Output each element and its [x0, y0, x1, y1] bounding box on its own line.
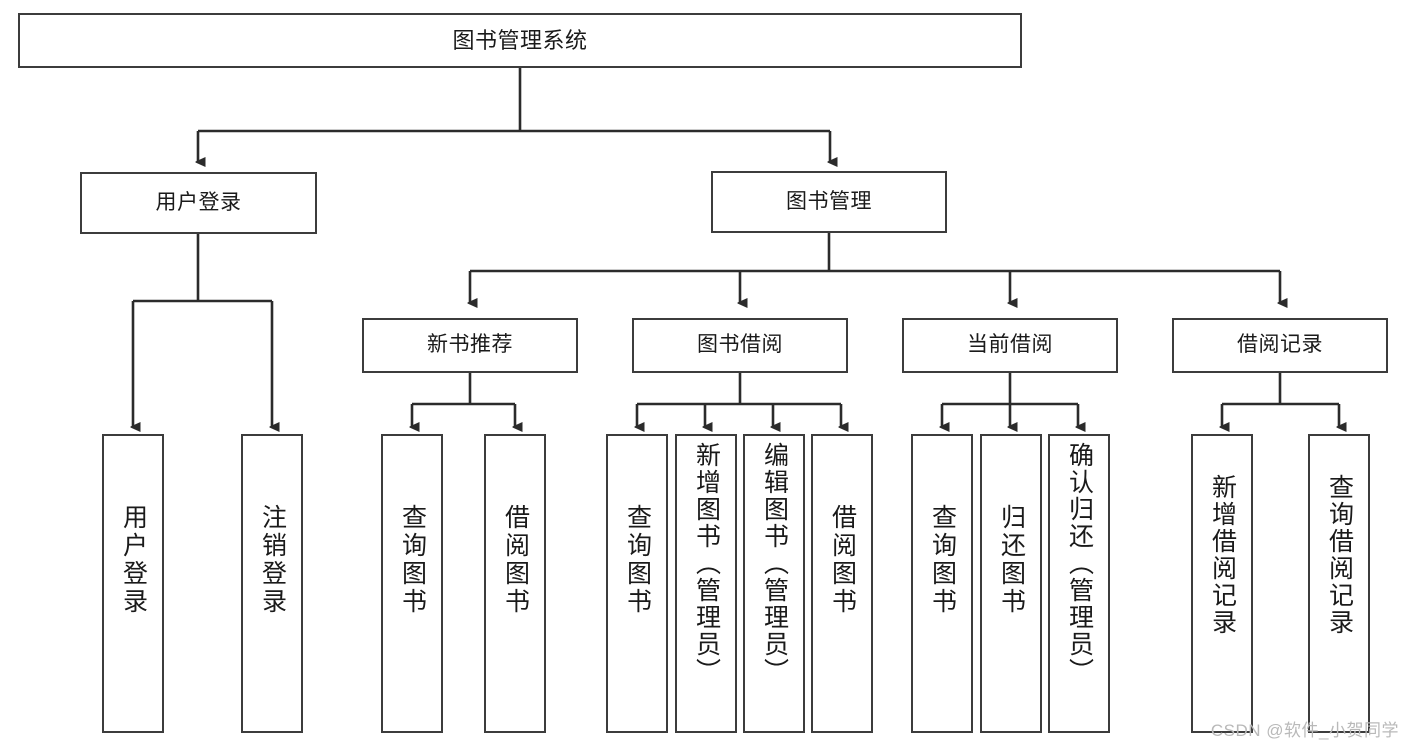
leaf-edit-book[interactable]: 编辑图书（管理员）: [743, 434, 805, 733]
node-book-borrow-label: 图书借阅: [697, 333, 783, 357]
leaf-query-book-borrow[interactable]: 查询图书: [606, 434, 668, 733]
leaf-confirm-return-label: 确认归还（管理员）: [1065, 442, 1094, 685]
leaf-user-login[interactable]: 用户登录: [102, 434, 164, 733]
leaf-add-book-label: 新增图书（管理员）: [692, 442, 721, 685]
node-new-book-recommend-label: 新书推荐: [427, 333, 513, 357]
leaf-query-borrow-record[interactable]: 查询借阅记录: [1308, 434, 1370, 733]
node-user-login[interactable]: 用户登录: [80, 172, 317, 234]
node-borrow-record[interactable]: 借阅记录: [1172, 318, 1388, 373]
node-root[interactable]: 图书管理系统: [18, 13, 1022, 68]
node-book-management[interactable]: 图书管理: [711, 171, 947, 233]
node-new-book-recommend[interactable]: 新书推荐: [362, 318, 578, 373]
leaf-borrow-book-borrow-label: 借阅图书: [828, 504, 857, 616]
leaf-query-book-borrow-label: 查询图书: [623, 504, 652, 616]
leaf-query-book-recommend-label: 查询图书: [398, 504, 427, 616]
node-current-borrow-label: 当前借阅: [967, 333, 1053, 357]
leaf-query-book-recommend[interactable]: 查询图书: [381, 434, 443, 733]
leaf-query-book-current-label: 查询图书: [928, 504, 957, 616]
node-current-borrow[interactable]: 当前借阅: [902, 318, 1118, 373]
node-user-login-label: 用户登录: [155, 190, 242, 214]
node-book-management-label: 图书管理: [786, 189, 872, 213]
leaf-edit-book-label: 编辑图书（管理员）: [760, 442, 789, 685]
csdn-watermark: CSDN @软件_小贺同学: [1210, 721, 1399, 740]
node-borrow-record-label: 借阅记录: [1237, 333, 1323, 357]
leaf-add-book[interactable]: 新增图书（管理员）: [675, 434, 737, 733]
leaf-return-book-label: 归还图书: [997, 504, 1026, 616]
leaf-borrow-book-recommend[interactable]: 借阅图书: [484, 434, 546, 733]
leaf-confirm-return[interactable]: 确认归还（管理员）: [1048, 434, 1110, 733]
leaf-return-book[interactable]: 归还图书: [980, 434, 1042, 733]
leaf-logout[interactable]: 注销登录: [241, 434, 303, 733]
node-book-borrow[interactable]: 图书借阅: [632, 318, 848, 373]
leaf-user-login-label: 用户登录: [119, 504, 148, 616]
leaf-query-borrow-record-label: 查询借阅记录: [1325, 474, 1354, 636]
leaf-query-book-current[interactable]: 查询图书: [911, 434, 973, 733]
leaf-borrow-book-recommend-label: 借阅图书: [501, 504, 530, 616]
leaf-logout-label: 注销登录: [258, 504, 287, 616]
leaf-borrow-book-borrow[interactable]: 借阅图书: [811, 434, 873, 733]
node-root-label: 图书管理系统: [452, 27, 588, 53]
leaf-add-borrow-record-label: 新增借阅记录: [1208, 474, 1237, 636]
leaf-add-borrow-record[interactable]: 新增借阅记录: [1191, 434, 1253, 733]
